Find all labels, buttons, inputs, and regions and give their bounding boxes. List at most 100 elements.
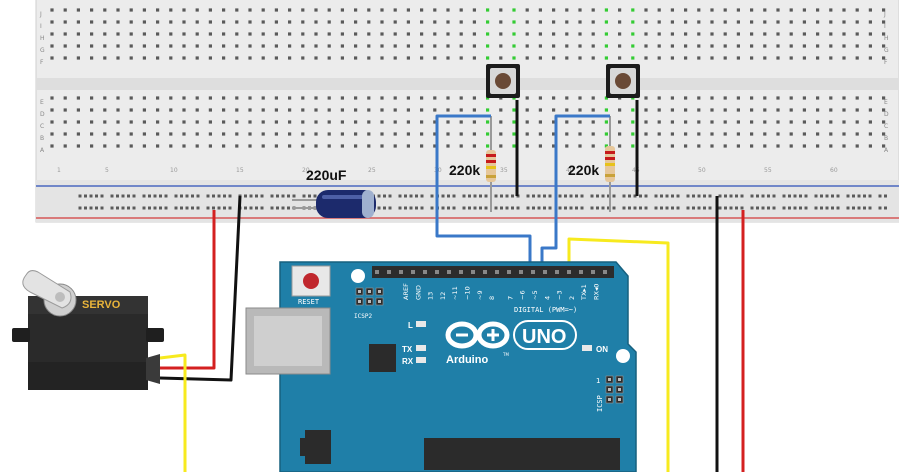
reset-button[interactable] — [303, 273, 319, 289]
rail-hole — [127, 206, 130, 210]
rail-hole — [159, 206, 162, 210]
breadboard-hole — [459, 108, 463, 112]
rail-hole — [377, 194, 381, 198]
breadboard-hole — [459, 56, 463, 60]
breadboard-hole — [248, 132, 252, 136]
breadboard-hole — [525, 32, 529, 36]
rail-hole — [270, 194, 274, 198]
rail-hole — [276, 194, 279, 198]
breadboard-hole — [142, 32, 146, 36]
breadboard-hole — [789, 32, 793, 36]
breadboard-hole — [723, 144, 727, 148]
breadboard-hole — [340, 8, 344, 12]
rail-hole — [142, 194, 146, 198]
breadboard-hole — [670, 32, 674, 36]
breadboard-hole — [525, 132, 529, 136]
breadboard-hole — [763, 120, 767, 124]
led-l-label: L — [408, 321, 413, 330]
breadboard-hole — [420, 8, 424, 12]
breadboard-hole — [736, 108, 740, 112]
breadboard-hole — [446, 96, 450, 100]
breadboard-hole — [50, 20, 54, 24]
breadboard-hole — [604, 32, 608, 36]
rail-hole — [863, 206, 866, 210]
breadboard-hole — [710, 96, 714, 100]
header-pin — [459, 270, 463, 274]
breadboard-hole — [274, 144, 278, 148]
breadboard-hole — [354, 20, 358, 24]
row-letter: E — [40, 99, 44, 106]
reset-label: RESET — [298, 298, 320, 306]
rail-hole — [708, 206, 712, 210]
breadboard-hole — [763, 8, 767, 12]
breadboard-hole — [855, 56, 859, 60]
breadboard-hole — [618, 132, 622, 136]
breadboard-hole — [631, 120, 635, 124]
breadboard-hole — [420, 32, 424, 36]
breadboard-hole — [855, 144, 859, 148]
rail-hole — [110, 194, 114, 198]
breadboard-hole — [591, 108, 595, 112]
rail-hole — [703, 206, 706, 210]
breadboard-hole — [670, 56, 674, 60]
breadboard-hole — [129, 108, 133, 112]
icsp-pin-tip — [618, 398, 621, 401]
breadboard-hole — [525, 108, 529, 112]
breadboard-hole — [367, 20, 371, 24]
breadboard-hole — [776, 108, 780, 112]
breadboard-hole — [420, 132, 424, 136]
uno-badge — [513, 320, 577, 350]
breadboard-hole — [512, 44, 516, 48]
breadboard-hole — [195, 32, 199, 36]
breadboard-hole — [129, 8, 133, 12]
rail-hole — [836, 194, 840, 198]
breadboard-hole — [142, 120, 146, 124]
rail-hole — [377, 206, 381, 210]
pin-label: 4 — [543, 296, 551, 300]
breadboard-hole — [156, 132, 160, 136]
breadboard-hole — [842, 20, 846, 24]
breadboard-hole — [486, 108, 490, 112]
breadboard-hole — [657, 120, 661, 124]
breadboard-hole — [274, 108, 278, 112]
breadboard-hole — [116, 132, 120, 136]
breadboard-hole — [618, 120, 622, 124]
breadboard-hole — [802, 96, 806, 100]
led-rx — [416, 357, 426, 363]
breadboard-hole — [710, 108, 714, 112]
icsp-pin-tip — [368, 290, 371, 293]
header-pin — [423, 270, 427, 274]
breadboard-hole — [314, 56, 318, 60]
rail-hole — [500, 194, 503, 198]
header-pin — [579, 270, 583, 274]
rail-hole — [740, 194, 744, 198]
breadboard-hole — [868, 32, 872, 36]
rail-hole — [724, 206, 727, 210]
breadboard-hole — [802, 132, 806, 136]
breadboard-hole — [684, 120, 688, 124]
breadboard-hole — [750, 32, 754, 36]
pushbutton-right — [606, 64, 640, 98]
rail-hole — [697, 206, 701, 210]
breadboard-hole — [433, 132, 437, 136]
breadboard-hole — [789, 132, 793, 136]
breadboard-hole — [763, 20, 767, 24]
breadboard-hole — [538, 108, 542, 112]
header-pin — [531, 270, 535, 274]
breadboard-hole — [525, 144, 529, 148]
row-letter: D — [884, 111, 889, 118]
breadboard-hole — [288, 108, 292, 112]
rail-hole — [814, 194, 818, 198]
rail-hole — [654, 206, 658, 210]
breadboard-hole — [750, 144, 754, 148]
rail-hole — [878, 194, 882, 198]
breadboard-hole — [578, 120, 582, 124]
breadboard-hole — [90, 56, 94, 60]
rail-hole — [628, 206, 631, 210]
breadboard-hole — [406, 120, 410, 124]
breadboard-hole — [829, 144, 833, 148]
rail-hole — [196, 194, 200, 198]
breadboard-hole — [736, 96, 740, 100]
rail-hole — [415, 194, 418, 198]
rail-hole — [228, 206, 232, 210]
